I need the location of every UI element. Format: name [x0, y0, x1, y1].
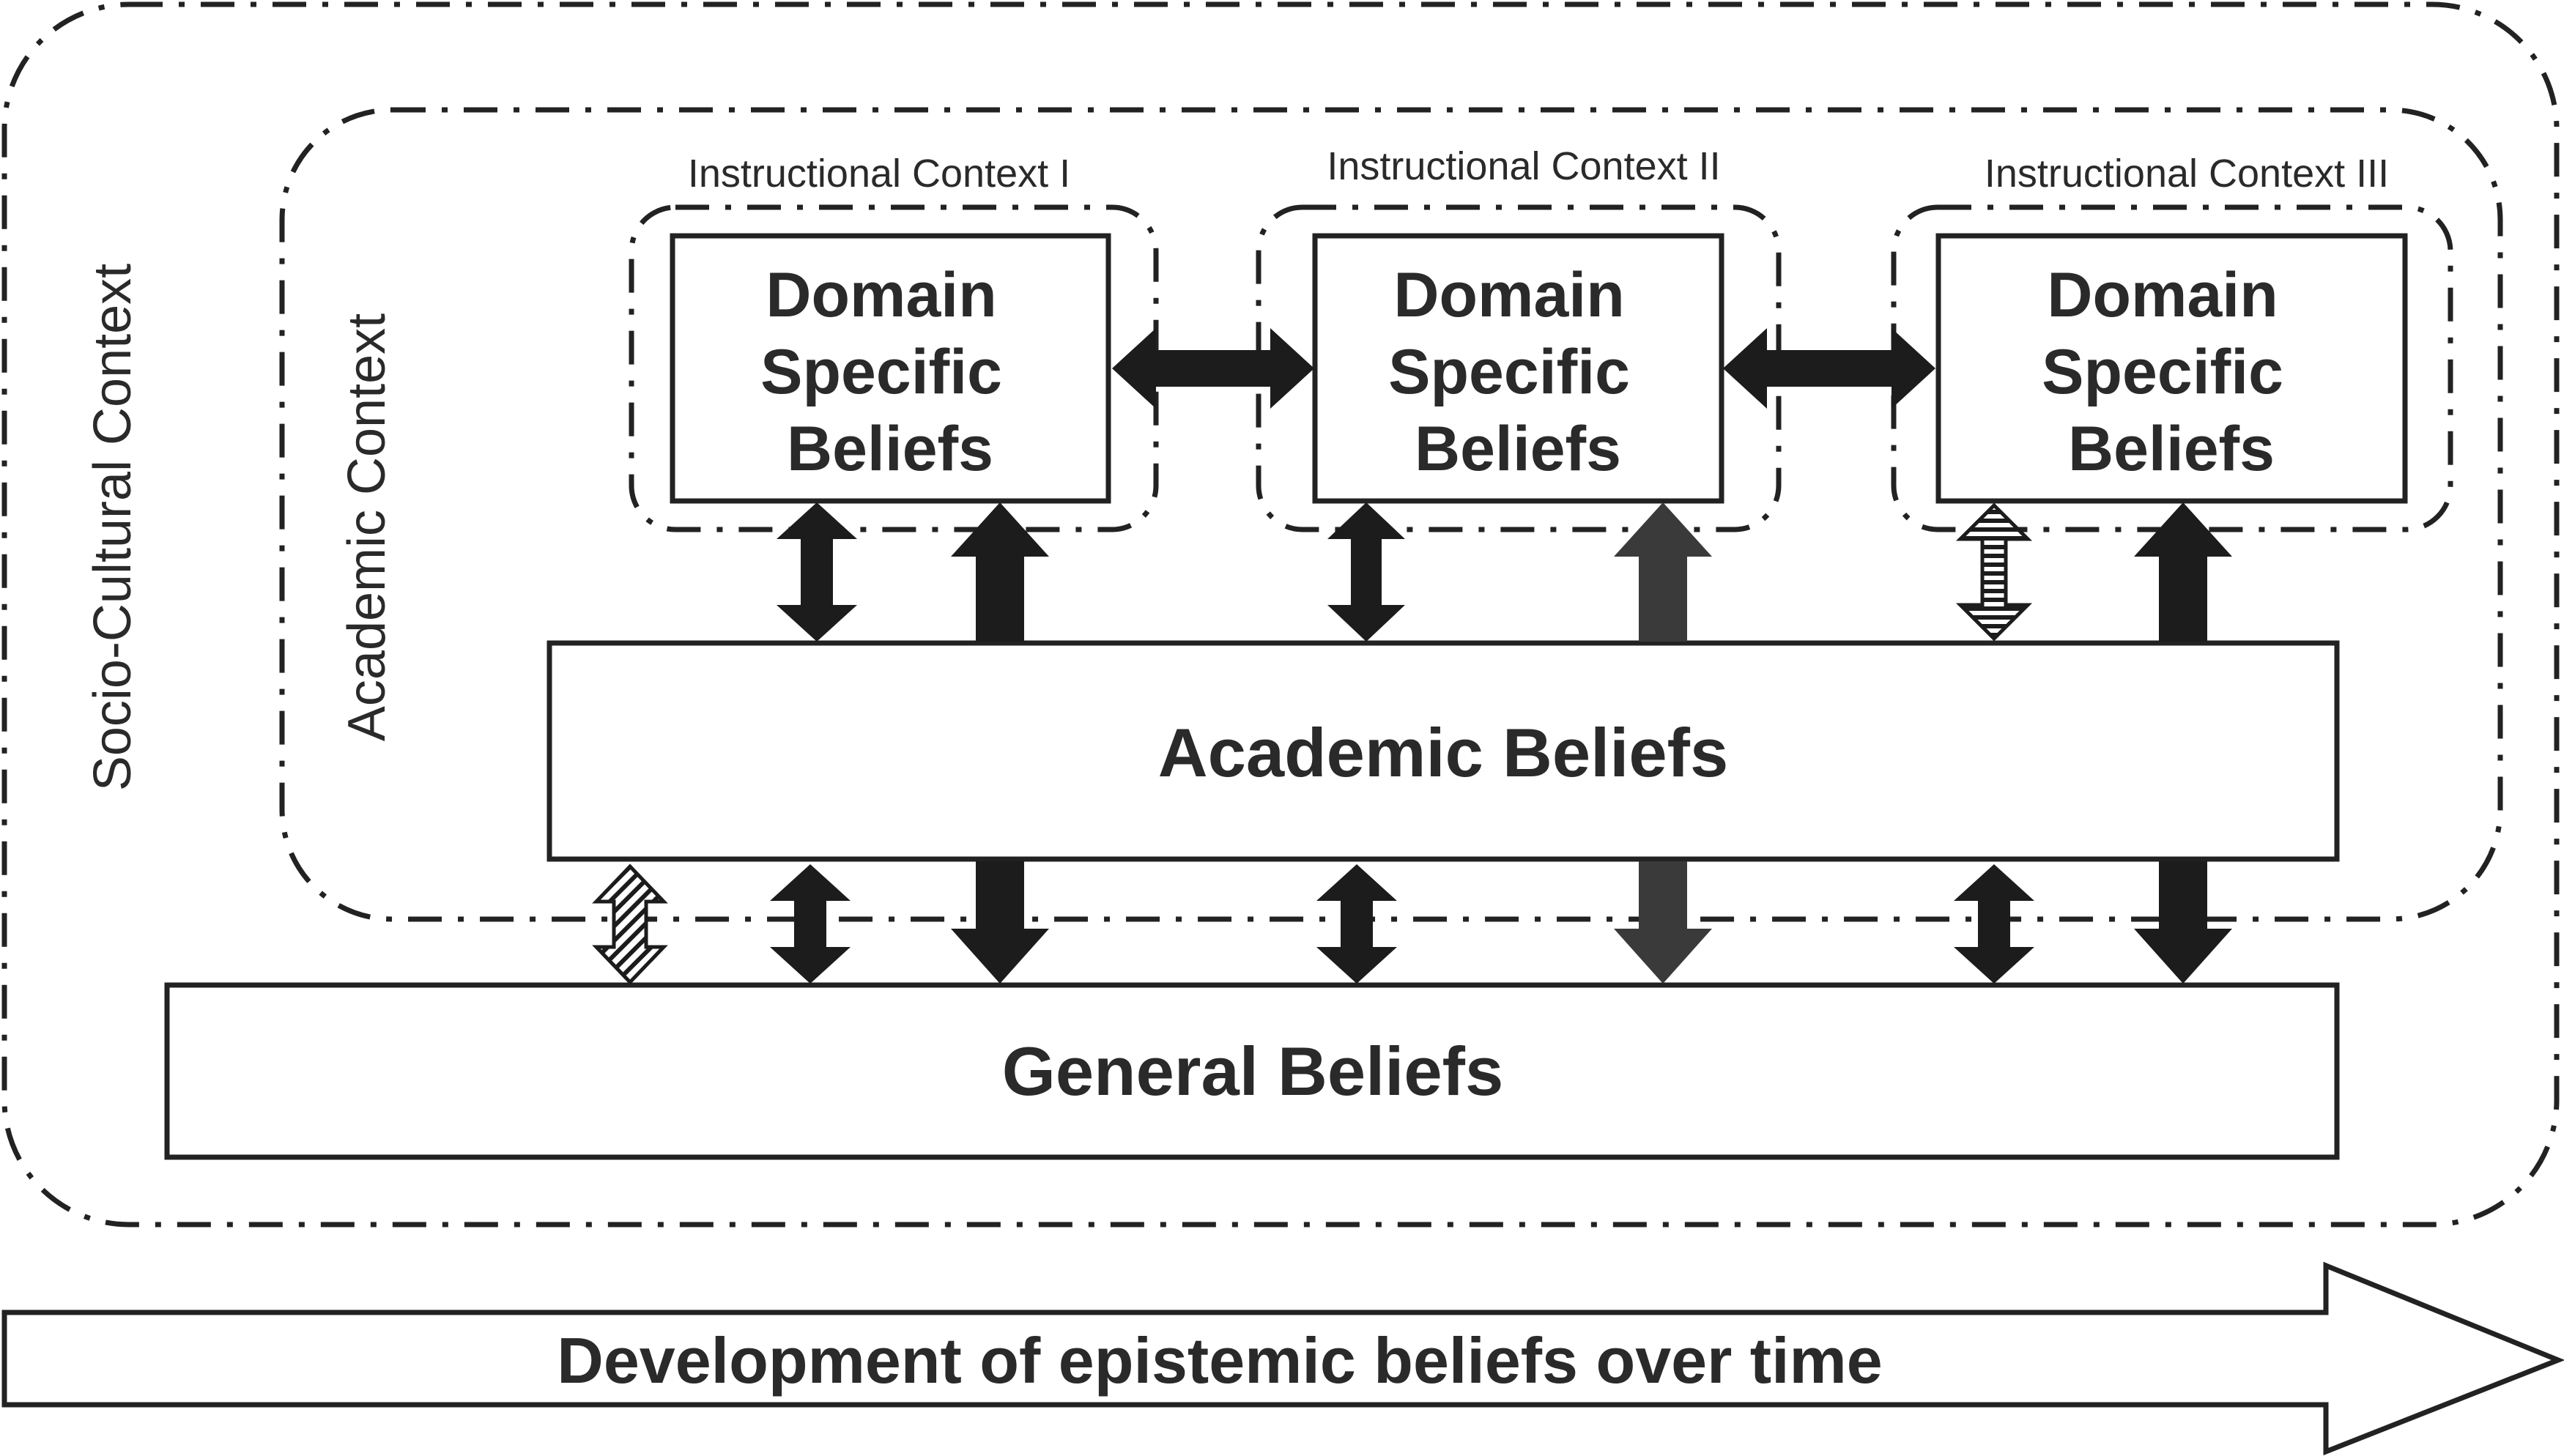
arrow-up-academic-domain3 — [2134, 502, 2232, 642]
instructional-context-label-1: Instructional Context I — [688, 152, 1070, 196]
general-beliefs-label: General Beliefs — [1002, 1033, 1503, 1110]
arrow-double-academic-general-1 — [770, 864, 851, 984]
arrow-domain-1-2 — [1112, 328, 1314, 409]
socio-cultural-context-label: Socio-Cultural Context — [84, 264, 142, 791]
arrow-down-academic-general-2 — [1614, 861, 1712, 984]
arrow-double-hatched-general — [592, 863, 668, 985]
instructional-context-frame-1 — [629, 204, 1159, 532]
domain-beliefs-box-2 — [1312, 233, 1724, 504]
domain-beliefs-label-1: Domain Specific Beliefs — [760, 260, 1020, 484]
arrow-up-academic-domain1 — [951, 502, 1049, 642]
instructional-context-label-3: Instructional Context III — [1985, 152, 2389, 196]
domain-beliefs-box-3 — [1935, 233, 2408, 504]
domain-beliefs-label-2: Domain Specific Beliefs — [1388, 260, 1648, 484]
academic-beliefs-label: Academic Beliefs — [1158, 714, 1728, 791]
arrow-double-academic-general-2 — [1316, 864, 1397, 984]
development-timeline-arrow — [1, 1261, 2564, 1456]
academic-context-label: Academic Context — [338, 313, 396, 741]
arrow-up-academic-domain2 — [1614, 502, 1712, 642]
arrow-down-academic-general-3 — [2134, 861, 2232, 984]
domain-beliefs-label-3: Domain Specific Beliefs — [2042, 260, 2301, 484]
arrow-double-academic-general-3 — [1954, 864, 2034, 984]
academic-beliefs-box — [546, 640, 2340, 862]
academic-context-frame — [279, 107, 2503, 922]
arrow-double-domain2-academic — [1327, 502, 1405, 642]
development-timeline-label: Development of epistemic beliefs over ti… — [557, 1324, 1882, 1397]
domain-beliefs-box-1 — [670, 233, 1111, 504]
instructional-context-frame-3 — [1891, 204, 2453, 532]
arrow-down-academic-general-1 — [951, 861, 1049, 984]
arrow-double-domain3-academic-hatched — [1955, 502, 2033, 642]
arrow-domain-2-3 — [1723, 328, 1935, 409]
socio-cultural-context-frame — [1, 1, 2560, 1227]
arrow-double-domain1-academic — [777, 502, 857, 642]
instructional-context-label-2: Instructional Context II — [1327, 144, 1720, 188]
instructional-context-frame-2 — [1256, 204, 1782, 532]
general-beliefs-box — [164, 982, 2340, 1160]
